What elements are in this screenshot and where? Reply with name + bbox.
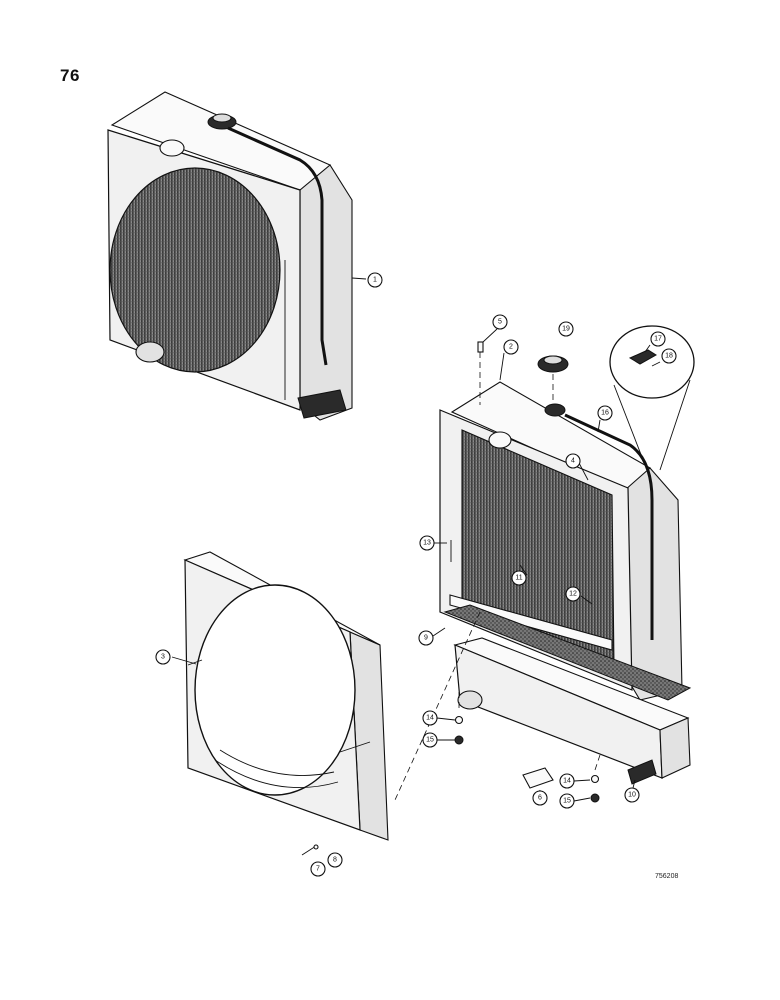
callout-6: 6 xyxy=(532,790,548,806)
svg-text:14: 14 xyxy=(563,778,571,785)
callout-3: 3 xyxy=(155,649,171,665)
callout-17: 17 xyxy=(650,331,666,347)
svg-text:12: 12 xyxy=(569,591,577,598)
svg-text:17: 17 xyxy=(654,336,662,343)
callout-11: 11 xyxy=(511,570,527,586)
svg-text:10: 10 xyxy=(628,792,636,799)
callout-14: 14 xyxy=(422,710,438,726)
callout-18: 18 xyxy=(661,348,677,364)
svg-text:18: 18 xyxy=(665,353,673,360)
svg-text:5: 5 xyxy=(498,319,502,326)
callout-14b: 14 xyxy=(559,773,575,789)
fan-shroud xyxy=(183,551,389,841)
callout-15b: 15 xyxy=(559,793,575,809)
svg-text:14: 14 xyxy=(426,715,434,722)
svg-text:3: 3 xyxy=(161,654,165,661)
svg-text:6: 6 xyxy=(538,795,542,802)
callout-12: 12 xyxy=(565,586,581,602)
svg-text:7: 7 xyxy=(316,866,320,873)
callout-5: 5 xyxy=(492,314,508,330)
radiator-assembly xyxy=(107,91,353,421)
svg-text:16: 16 xyxy=(601,410,609,417)
svg-text:11: 11 xyxy=(515,575,522,582)
callout-1: 1 xyxy=(367,272,383,288)
svg-text:15: 15 xyxy=(426,737,434,744)
svg-text:8: 8 xyxy=(333,857,337,864)
callout-15: 15 xyxy=(422,732,438,748)
callout-2: 2 xyxy=(503,339,519,355)
callout-10: 10 xyxy=(624,787,640,803)
callout-13: 13 xyxy=(419,535,435,551)
svg-text:2: 2 xyxy=(509,344,513,351)
callout-9: 9 xyxy=(418,630,434,646)
svg-text:19: 19 xyxy=(562,326,570,333)
callout-19: 19 xyxy=(558,321,574,337)
svg-text:13: 13 xyxy=(423,540,431,547)
radiator-exploded xyxy=(301,325,695,856)
figure-code: 756208 xyxy=(655,873,679,880)
callout-16: 16 xyxy=(597,405,613,421)
svg-text:9: 9 xyxy=(424,635,428,642)
page-number: 76 xyxy=(60,66,80,85)
leader-lines xyxy=(171,277,661,802)
assembly-lines xyxy=(394,352,601,801)
callout-7: 7 xyxy=(310,861,326,877)
svg-text:15: 15 xyxy=(563,798,571,805)
callout-8: 8 xyxy=(327,852,343,868)
svg-text:1: 1 xyxy=(373,277,377,284)
svg-text:4: 4 xyxy=(571,458,575,465)
callout-4: 4 xyxy=(565,453,581,469)
